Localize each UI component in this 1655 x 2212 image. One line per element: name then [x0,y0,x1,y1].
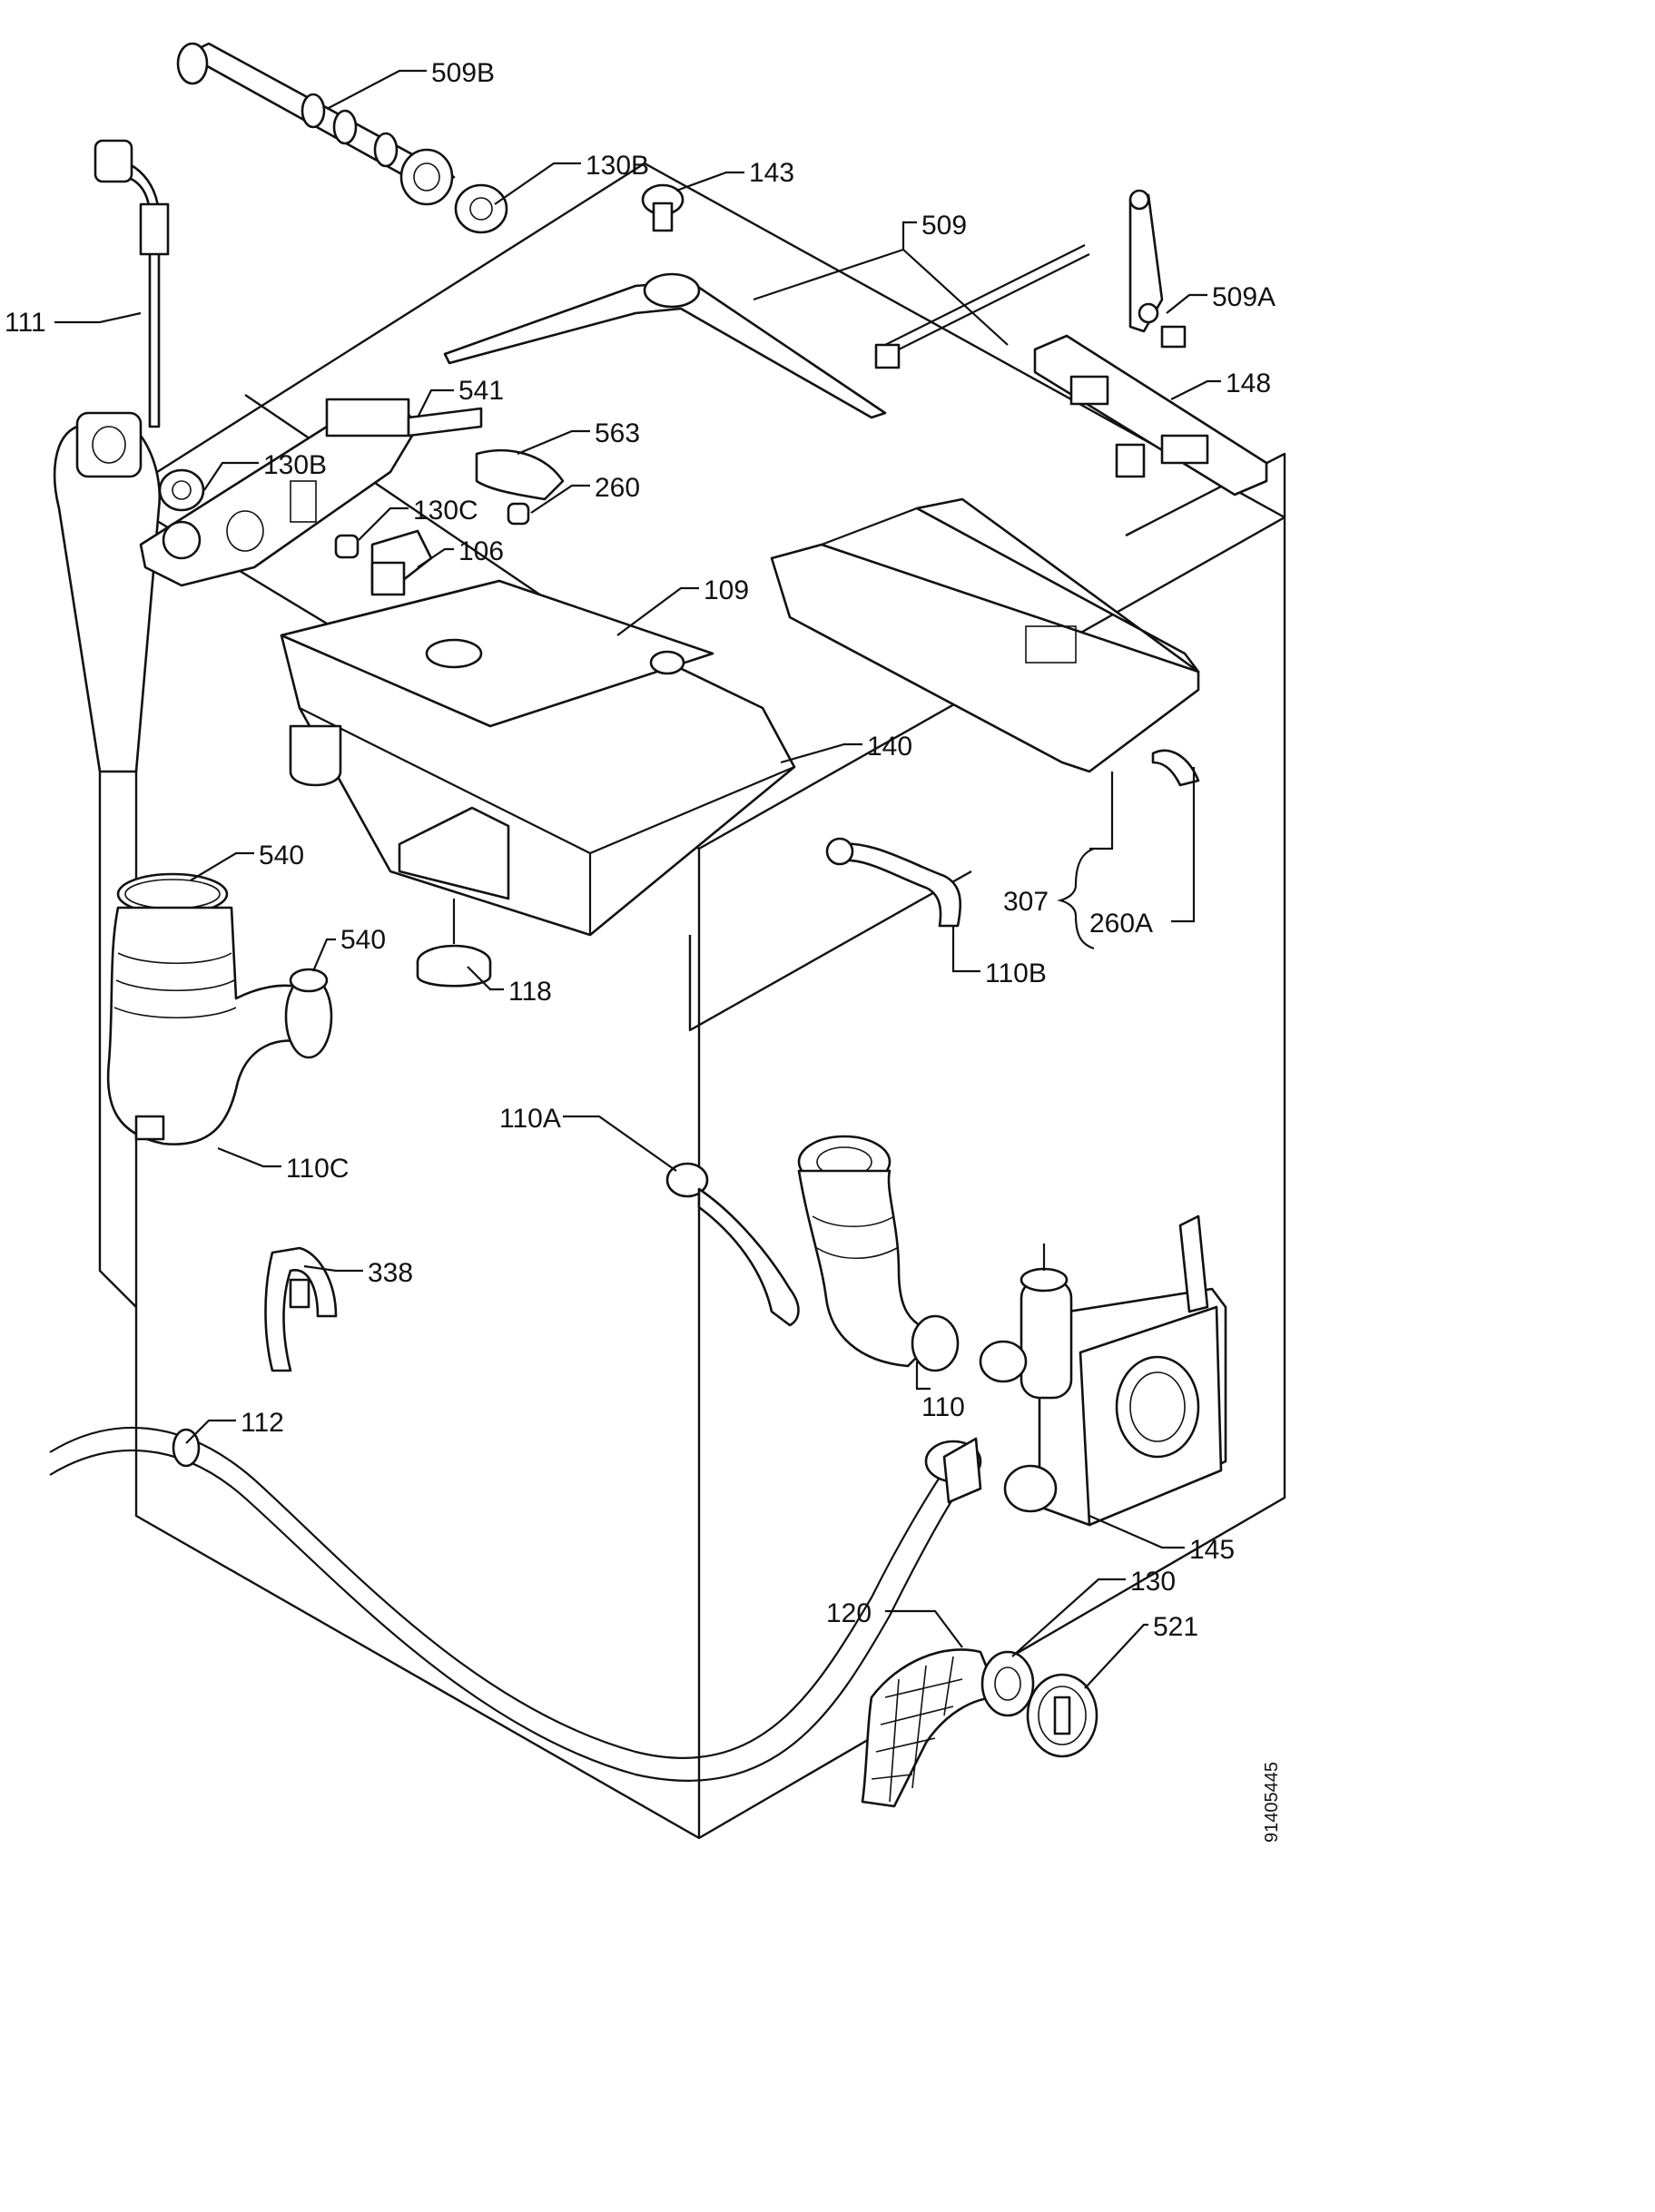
label-148: 148 [1226,369,1271,398]
label-509: 509 [921,211,967,241]
inlet-pipe-509b [176,42,456,206]
label-540-a: 540 [259,841,304,870]
label-130b-mid: 130B [263,450,327,480]
label-143: 143 [749,158,794,188]
nut-130b-mid [158,468,205,512]
label-307: 307 [1003,887,1049,917]
label-130b-top: 130B [586,151,649,181]
drain-hose-112 [49,1426,982,1782]
hose-110b [825,837,962,928]
part-106 [370,529,433,596]
label-110b: 110B [985,959,1047,988]
foot-118 [416,944,492,988]
document-number: 91405445 [1262,1762,1282,1843]
label-118: 118 [508,977,552,1007]
label-106: 106 [458,536,504,566]
label-540-b: 540 [340,925,386,955]
clip-338 [264,1246,338,1372]
label-120: 120 [826,1598,872,1628]
rod [874,244,1090,369]
label-338: 338 [368,1258,413,1288]
filter-120 [861,1648,1000,1808]
label-112: 112 [241,1408,284,1438]
cover-563 [475,448,565,501]
part-labels: 509B 130B 143 509 509A 111 541 563 130B … [5,58,1276,1642]
label-140: 140 [867,732,912,762]
dispenser-housing-109-140 [280,579,796,944]
spring-130c [334,534,360,559]
label-563: 563 [595,418,640,448]
label-130: 130 [1130,1567,1176,1597]
lever-509a [1128,189,1187,349]
part-148 [1033,334,1268,496]
label-111: 111 [5,308,46,338]
hose-110a [665,1162,800,1327]
label-260: 260 [595,473,640,503]
cap-521 [1026,1673,1098,1758]
drawer-307 [770,497,1200,787]
seal-130 [980,1650,1035,1717]
spring-260 [507,502,530,526]
label-509b: 509B [431,58,495,88]
label-541: 541 [458,376,504,406]
label-110c: 110C [286,1154,350,1184]
bracket-509 [443,272,887,419]
leader-lines [54,69,1221,1689]
label-110: 110 [921,1392,965,1422]
label-109: 109 [704,575,749,605]
label-521: 521 [1153,1612,1198,1642]
pump-housing-145 [979,1214,1227,1527]
label-509a: 509A [1212,282,1276,312]
inlet-hose-111 [53,139,170,773]
label-260a: 260A [1089,909,1153,939]
label-145: 145 [1189,1535,1235,1565]
valve-bracket-541 [139,398,483,587]
bellows-110 [797,1135,960,1372]
label-130c: 130C [413,496,478,526]
nut-130b-top [454,183,508,234]
bellows-110c [106,872,333,1145]
label-110a: 110A [499,1104,561,1134]
knob-143 [641,183,685,232]
